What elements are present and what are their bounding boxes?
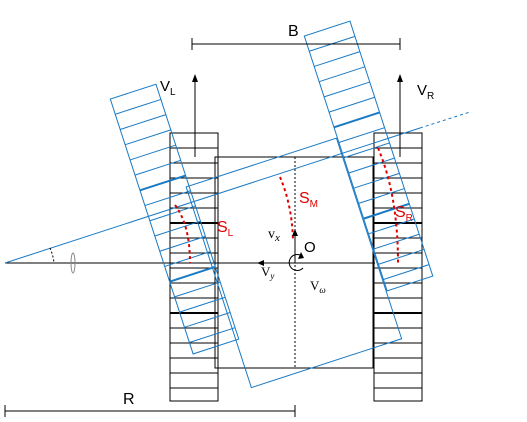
tread-line <box>164 251 211 267</box>
tread-line <box>120 114 166 130</box>
rotated-left-treads <box>115 98 236 343</box>
tread-line <box>115 98 162 115</box>
tread-line <box>159 235 206 252</box>
velocity-left-label: VL <box>160 78 176 98</box>
arc-middle-path <box>279 176 294 241</box>
arc-left-label: SL <box>217 219 234 239</box>
tread-line <box>149 205 196 222</box>
tread-line <box>348 157 395 174</box>
arc-left-path <box>174 204 191 264</box>
tread-line <box>174 281 221 298</box>
rotated-right-treads <box>309 35 430 280</box>
tread-line <box>328 96 375 113</box>
tread-line <box>333 111 380 129</box>
turn-radius-label: R <box>123 391 135 408</box>
right-track-outline <box>373 132 423 402</box>
tread-line <box>154 220 201 237</box>
tread-line <box>323 81 370 98</box>
tread-line <box>124 129 171 146</box>
left-track-treads <box>170 147 218 389</box>
angle-symbol <box>70 252 76 274</box>
right-track <box>373 132 423 402</box>
tread-line <box>368 218 415 235</box>
tread-line <box>358 188 405 204</box>
origin-label: O <box>304 239 316 256</box>
tread-line <box>363 202 410 220</box>
vel-x-arrow <box>292 229 298 263</box>
arc-middle-label: SM <box>299 190 318 210</box>
right-track-treads <box>374 147 422 389</box>
arc-right-label: SR <box>395 204 413 224</box>
rotated-left-track <box>109 83 240 355</box>
velocity-right-arrow <box>397 74 403 157</box>
track-width-label: B <box>288 23 299 40</box>
angle-arc <box>49 247 55 264</box>
tread-line <box>134 159 181 176</box>
vel-y-label: Vy <box>261 264 274 281</box>
tread-line <box>378 248 425 265</box>
turn-radius-dimension <box>4 405 296 417</box>
tread-line <box>353 172 400 189</box>
rotated-right-track <box>303 20 434 292</box>
rotated-vehicle <box>109 20 434 389</box>
tread-line <box>314 51 361 67</box>
velocity-left-arrow <box>192 74 198 157</box>
tread-line <box>189 327 236 343</box>
tread-line <box>169 265 216 283</box>
left-track <box>169 132 219 402</box>
velocity-right-label: VR <box>417 82 434 102</box>
tread-line <box>179 296 226 313</box>
tread-line <box>144 190 191 207</box>
tread-line <box>139 174 186 192</box>
tread-line <box>318 66 365 83</box>
tread-line <box>338 127 385 144</box>
left-track-outline <box>169 132 219 402</box>
arc-right-path <box>377 147 399 264</box>
vel-omega-label: Vω <box>310 278 326 295</box>
vel-x-label: vx <box>268 227 280 244</box>
track-width-dimension <box>191 38 401 50</box>
rotated-axis-line <box>4 127 421 264</box>
tread-line <box>383 264 430 280</box>
omega-arc-icon <box>288 252 304 271</box>
tread-line <box>343 142 390 159</box>
tread-line <box>129 144 176 161</box>
tread-line <box>373 233 420 250</box>
tread-line <box>184 311 231 328</box>
rotated-chassis-outline <box>185 137 403 389</box>
rotated-axis-dotted <box>419 111 471 129</box>
